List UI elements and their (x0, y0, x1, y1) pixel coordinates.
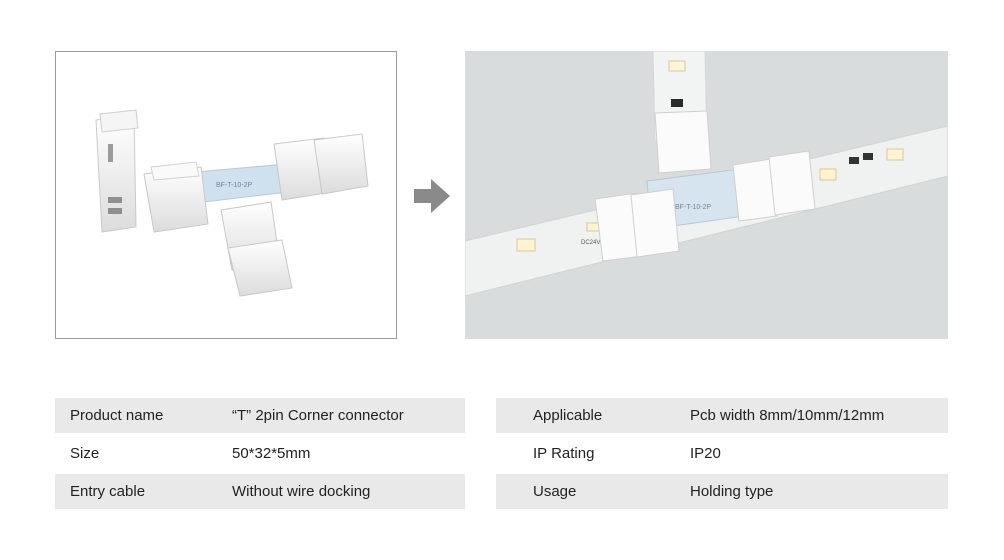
table-row: Applicable Pcb width 8mm/10mm/12mm (496, 398, 948, 433)
table-row: IP Rating IP20 (496, 436, 948, 471)
spec-value: Without wire docking (232, 474, 465, 509)
spec-label: Size (70, 445, 100, 462)
spec-label: Entry cable (55, 474, 232, 509)
table-row: Product name “T” 2pin Corner connector (55, 398, 465, 433)
spec-value: Pcb width 8mm/10mm/12mm (690, 398, 948, 433)
spec-value: “T” 2pin Corner connector (232, 398, 465, 433)
t-connector-illustration: BF-T-10-2P (95, 109, 369, 297)
arrow-right-icon (412, 176, 452, 216)
table-row: Size 50*32*5mm (55, 436, 465, 471)
connector-print: BF-T-10-2P (675, 204, 712, 211)
spec-table-left: Product name “T” 2pin Corner connector S… (55, 398, 465, 509)
spec-value: 50*32*5mm (232, 445, 311, 462)
spec-value: IP20 (690, 445, 721, 462)
table-row: Entry cable Without wire docking (55, 474, 465, 509)
strip-print: DC24V (581, 240, 600, 246)
usage-photo: DC24V BF-T-10-2P (465, 51, 948, 339)
spec-label: Applicable (496, 398, 690, 433)
spec-value: Holding type (690, 474, 948, 509)
led-strip-illustration: DC24V BF-T-10-2P (465, 51, 948, 297)
product-photo: BF-T-10-2P (55, 51, 397, 339)
spec-table-right: Applicable Pcb width 8mm/10mm/12mm IP Ra… (496, 398, 948, 509)
spec-label: Product name (55, 398, 232, 433)
connector-print: BF-T-10-2P (216, 182, 253, 189)
spec-label: IP Rating (533, 445, 595, 462)
table-row: Usage Holding type (496, 474, 948, 509)
spec-label: Usage (496, 474, 690, 509)
